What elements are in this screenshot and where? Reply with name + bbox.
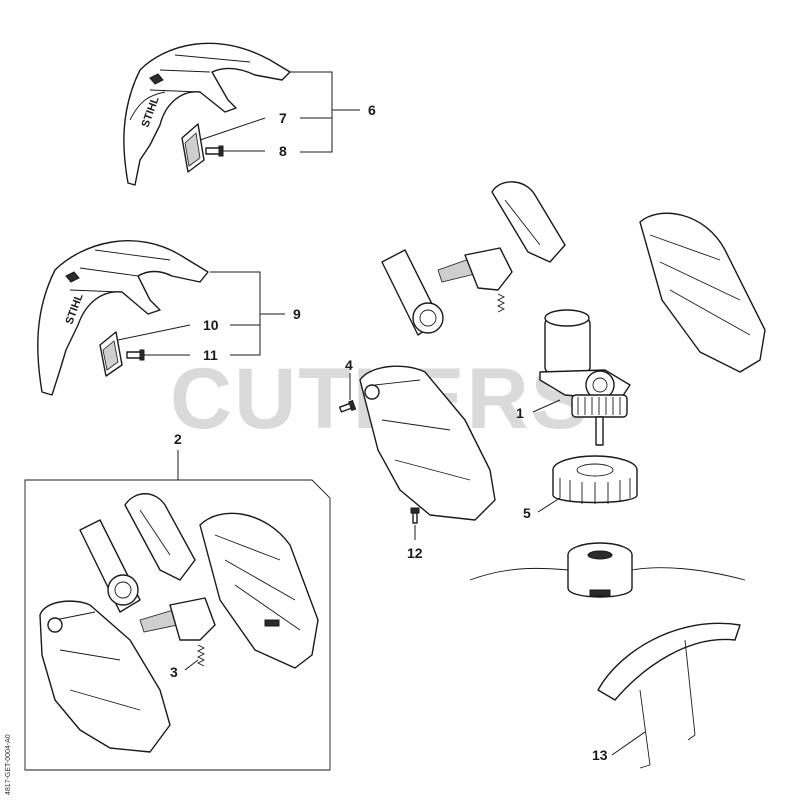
blade-plate-top [181,123,205,173]
screw-housing [338,399,357,413]
callout-4: 4 [345,357,353,373]
screw-spool [410,507,420,524]
spool-hub [552,455,638,504]
callout-10: 10 [203,317,219,333]
wire-guard [597,622,741,769]
callout-2: 2 [174,431,182,447]
housing-kit-box [24,479,331,771]
screw-mid [126,349,145,361]
motor-bracket-arm [381,249,444,336]
motor [539,309,631,446]
top-cover [491,181,566,263]
switch-assembly [437,247,513,313]
callout-labels: 1 2 3 4 5 6 7 8 9 10 11 12 13 [170,102,608,763]
drawing-reference: 4817-GET-0004-A0 [5,734,12,795]
callout-7: 7 [279,110,287,126]
lower-housing [359,365,496,521]
callout-13: 13 [592,747,608,763]
callout-5: 5 [523,505,531,521]
callout-12: 12 [407,545,423,561]
callout-11: 11 [203,347,218,363]
callout-3: 3 [170,664,178,680]
leader-lines [117,71,646,756]
callout-8: 8 [279,143,287,159]
right-housing-shell [639,212,766,373]
callout-6: 6 [368,102,376,118]
trimmer-head [469,542,746,598]
deflector-guard-mid: STIHL [37,240,209,396]
blade-plate-mid [99,331,123,377]
deflector-guard-top: STIHL [123,42,291,186]
screw-top [205,145,224,157]
callout-9: 9 [293,306,301,322]
callout-1: 1 [516,405,524,421]
